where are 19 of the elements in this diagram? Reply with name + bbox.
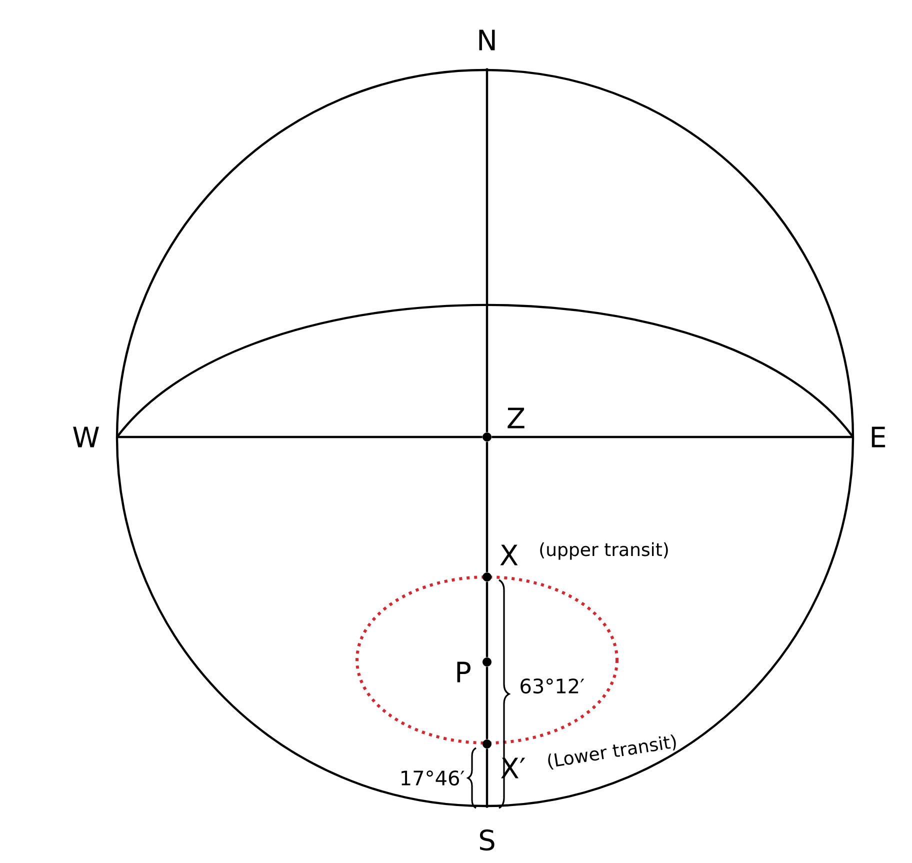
- line: [486, 748, 488, 808]
- point-label: N: [479, 30, 495, 50]
- point-label: P: [457, 662, 470, 682]
- angle-label: 17°46′: [402, 770, 464, 786]
- line: [486, 68, 488, 432]
- line: [117, 436, 482, 438]
- line: [486, 442, 488, 572]
- line: [486, 582, 488, 658]
- line: [492, 436, 853, 438]
- arc: [116, 304, 854, 438]
- point-label: Z: [508, 408, 524, 428]
- line: [486, 666, 488, 740]
- point-label: E: [872, 426, 886, 448]
- transit-note: (upper transit): [540, 542, 668, 560]
- angle-label: 63°12′: [520, 678, 584, 694]
- transit-note: (Lower transit): [548, 734, 676, 770]
- point-label: S: [480, 829, 494, 851]
- point-label: X: [500, 544, 518, 566]
- point-label: W: [73, 426, 99, 448]
